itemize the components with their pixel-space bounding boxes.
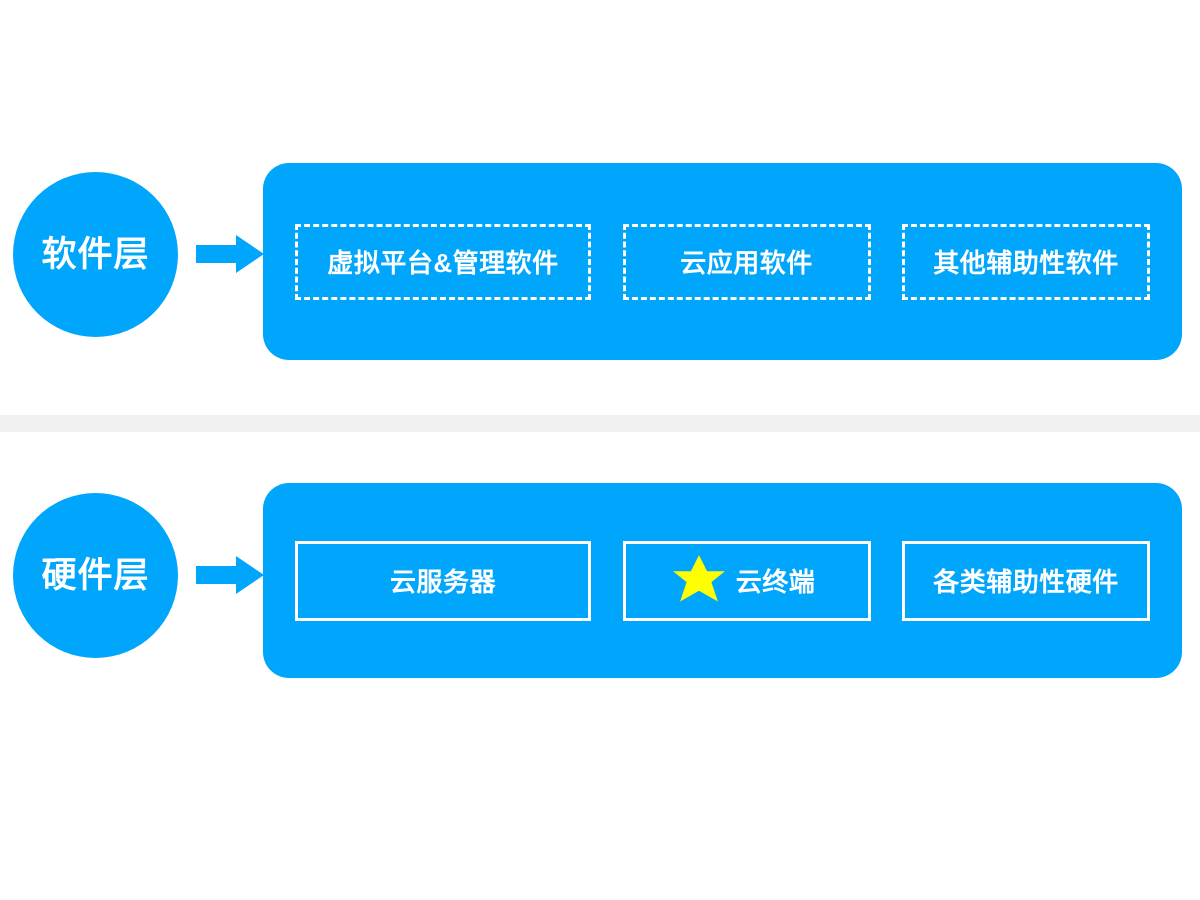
six-pointed-star-icon — [672, 554, 726, 608]
hardware-layer-circle-label: 硬件层 — [41, 556, 150, 595]
hardware-item-auxiliary-hardware-label: 各类辅助性硬件 — [933, 567, 1119, 597]
hardware-layer-circle[interactable]: 硬件层 — [13, 493, 178, 658]
software-item-cloud-app[interactable]: 云应用软件 — [622, 223, 871, 300]
hardware-item-cloud-server[interactable]: 云服务器 — [295, 540, 591, 621]
hardware-item-cloud-terminal-label: 云终端 — [735, 567, 816, 597]
hardware-layer-items: 云服务器 云终端 各类辅助性硬件 — [263, 540, 1182, 621]
software-layer-circle-label: 软件层 — [41, 235, 150, 274]
software-item-virtual-platform[interactable]: 虚拟平台&管理软件 — [295, 223, 591, 300]
section-separator-band — [0, 415, 1200, 432]
software-item-cloud-app-label: 云应用软件 — [680, 248, 813, 278]
software-layer-circle[interactable]: 软件层 — [13, 172, 178, 337]
hardware-layer-panel: 云服务器 云终端 各类辅助性硬件 — [263, 483, 1182, 678]
hardware-item-cloud-server-label: 云服务器 — [389, 567, 496, 597]
hardware-item-auxiliary-hardware[interactable]: 各类辅助性硬件 — [902, 540, 1150, 621]
hardware-item-cloud-terminal[interactable]: 云终端 — [622, 540, 871, 621]
software-item-other-auxiliary-label: 其他辅助性软件 — [933, 248, 1119, 278]
software-layer-items: 虚拟平台&管理软件 云应用软件 其他辅助性软件 — [263, 223, 1182, 300]
software-item-virtual-platform-label: 虚拟平台&管理软件 — [327, 248, 559, 278]
right-arrow-icon-hardware — [196, 556, 264, 594]
software-layer-panel: 虚拟平台&管理软件 云应用软件 其他辅助性软件 — [263, 163, 1182, 360]
right-arrow-icon-software — [196, 235, 264, 273]
software-item-other-auxiliary[interactable]: 其他辅助性软件 — [902, 223, 1150, 300]
